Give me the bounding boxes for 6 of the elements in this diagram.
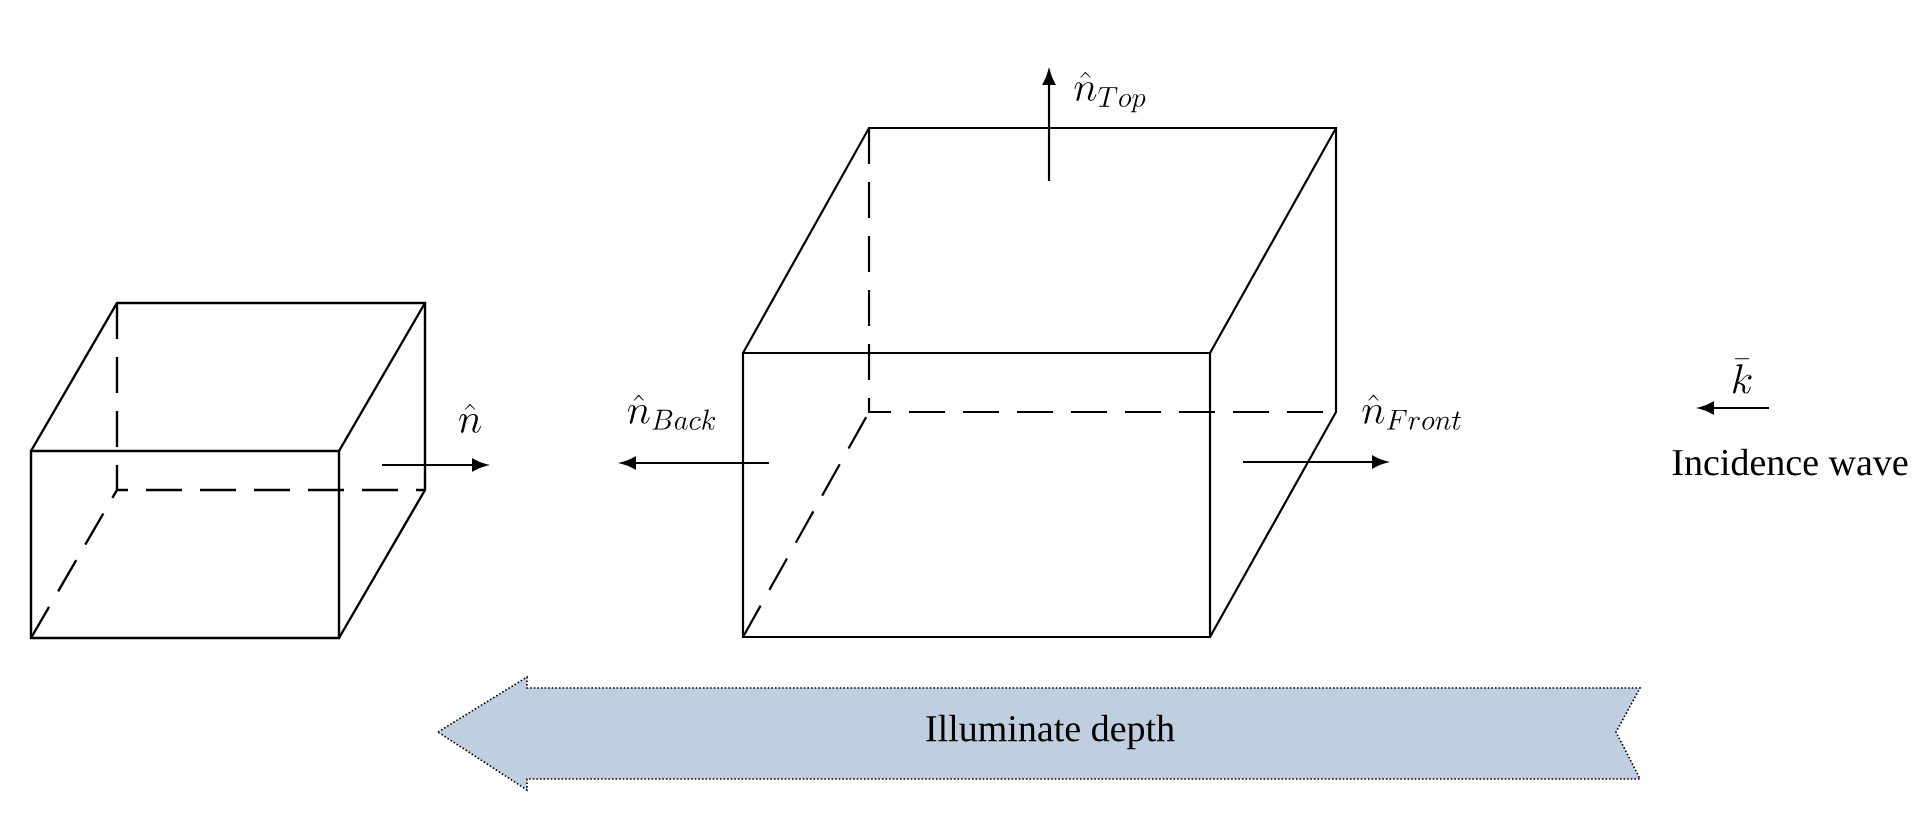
vector-label: $\hat{n}_{Top}$ (1074, 71, 1146, 113)
vector-label: $\hat{n}$ (459, 403, 481, 433)
vector-label: $\hat{n}_{Back}$ (627, 394, 716, 430)
caption-text: Incidence wave (1672, 448, 1908, 476)
vector-label: $\hat{n}_{Front}$ (1362, 394, 1461, 430)
vector-label: $\bar{k}$ (1733, 358, 1752, 394)
